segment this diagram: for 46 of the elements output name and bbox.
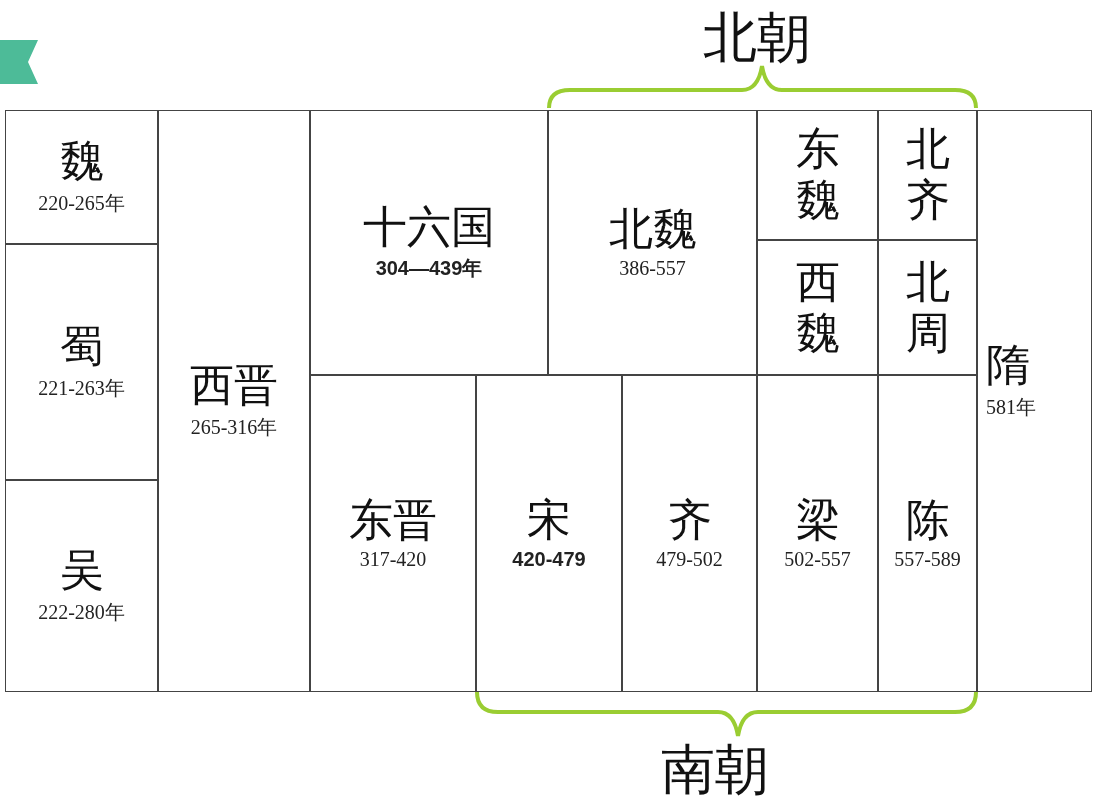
dynasty-cell	[548, 110, 757, 375]
year-range: 304—439年	[375, 256, 483, 282]
dynasty-cell	[5, 244, 158, 480]
dynasty-name: 北魏	[608, 204, 697, 254]
dynasty-cell	[158, 110, 310, 692]
dynasty-cell	[878, 110, 977, 240]
year-range: 479-502	[656, 548, 723, 572]
group-label: 北朝	[703, 5, 811, 71]
year-range: 557-589	[894, 548, 961, 572]
year-range: 581年	[986, 394, 1036, 420]
year-range: 221-263年	[38, 375, 125, 401]
dynasty-cell	[757, 375, 878, 692]
dynasty-name: 齐	[667, 495, 712, 545]
dynasty-cell	[977, 110, 1092, 692]
dynasty-name: 吴	[59, 546, 104, 595]
dynasty-cell	[476, 375, 622, 692]
dynasty-name: 蜀	[59, 322, 104, 371]
dynasty-cell	[757, 240, 878, 375]
year-range: 265-316年	[190, 414, 278, 440]
dynasty-cell	[757, 110, 878, 240]
dynasty-cell	[878, 375, 977, 692]
dynasty-name: 梁	[795, 495, 840, 545]
dynasty-name: 北周	[904, 256, 951, 359]
dynasty-name: 西魏	[794, 256, 841, 359]
group-label: 南朝	[661, 737, 769, 800]
dynasty-name: 宋	[527, 495, 571, 545]
dynasty-name: 东魏	[794, 124, 841, 226]
dynasty-name: 东晋	[349, 495, 437, 545]
dynasty-name: 陈	[905, 495, 950, 545]
dynasty-cell	[310, 375, 476, 692]
dynasty-cell	[622, 375, 757, 692]
year-range: 502-557	[784, 548, 851, 572]
year-range: 222-280年	[38, 599, 125, 625]
dynasty-cell	[310, 110, 548, 375]
dynasty-cell	[5, 480, 158, 692]
year-range: 220-265年	[38, 190, 125, 216]
dynasty-name: 隋	[986, 341, 1030, 390]
year-range: 317-420	[359, 548, 427, 572]
year-range: 420-479	[512, 548, 586, 572]
dynasty-name: 西晋	[190, 361, 278, 410]
year-range: 386-557	[619, 257, 686, 281]
dynasty-name: 魏	[59, 137, 104, 186]
dynasty-cell	[878, 240, 977, 375]
dynasty-name: 十六国	[363, 202, 495, 252]
dynasty-name: 北齐	[904, 124, 951, 226]
dynasty-cell	[5, 110, 158, 244]
